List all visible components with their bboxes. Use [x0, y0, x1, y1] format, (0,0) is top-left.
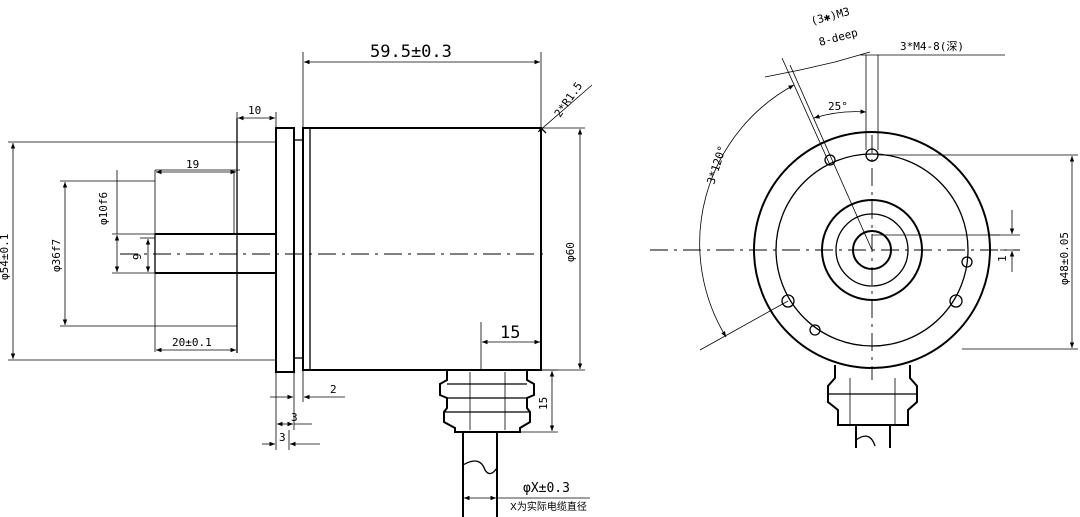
angle-120-label: 3*120° [704, 144, 729, 186]
dim-cable-offset: 15 [480, 322, 540, 370]
flange-thickness-label: 10 [248, 104, 261, 117]
shaft-dia-label: φ10f6 [97, 192, 110, 225]
dim-offset-1: 1 [990, 210, 1020, 272]
hole-m4-right [949, 294, 963, 308]
dim-cable-height: 15 [520, 369, 558, 433]
gap-2-label: 2 [330, 383, 337, 396]
dim-gap-3a: 3 [275, 372, 312, 450]
dim-flange-thickness: 10 [236, 104, 277, 128]
gap-3b-label: 3 [279, 431, 286, 444]
dim-shaft-length: 19 [156, 158, 236, 175]
m3-label: (3✱)M3 [809, 5, 851, 28]
dim-cable-dia: φX±0.3 X为实际电缆直径 [464, 481, 590, 513]
hole-m3-b [961, 256, 973, 268]
cable-offset-label: 15 [500, 323, 520, 343]
cable-gland [439, 370, 535, 433]
mounting-flange [275, 127, 303, 373]
m4-label: 3*M4-8(深) [900, 40, 964, 53]
dim-flange-dia: φ54±0.1 [0, 141, 276, 361]
dim-shaft-dia: φ10f6 [97, 170, 155, 274]
encoder-body [302, 128, 546, 370]
spigot-length-label: 20±0.1 [172, 336, 212, 349]
dim-spigot-dia: φ36f7 [50, 180, 237, 327]
flat-label: 9 [131, 253, 144, 260]
body-dia-label: φ60 [564, 242, 577, 262]
shaft-length-label: 19 [186, 158, 199, 171]
angle-120: 3*120° [699, 84, 795, 351]
dim-body-dia: φ60 [541, 127, 585, 371]
angle-25: 25° [813, 100, 867, 119]
cable-dia-label: φX±0.3 [523, 481, 570, 496]
dim-spigot-length: 20±0.1 [156, 336, 236, 353]
offset-1-label: 1 [996, 255, 1009, 262]
angle-25-label: 25° [828, 100, 848, 113]
m4-leader: 3*M4-8(深) [860, 40, 1005, 150]
dim-gap-2: 2 [270, 370, 345, 402]
dim-gap-3b: 3 [262, 430, 320, 450]
hole-m3-c [809, 324, 821, 336]
spigot-dia-label: φ36f7 [50, 239, 63, 272]
cable [462, 432, 498, 517]
dim-flat: 9 [131, 237, 155, 272]
front-cable-gland [827, 365, 918, 448]
flange-dia-label: φ54±0.1 [0, 234, 11, 280]
dim-chamfer: 2*R1.5 [537, 80, 593, 133]
cable-note-label: X为实际电缆直径 [510, 500, 587, 513]
front-view: (3✱)M3 8-deep 3*M4-8(深) 25° 3*120° φ48±0… [650, 5, 1078, 448]
gap-3a-label: 3 [291, 411, 298, 424]
length-label: 59.5±0.3 [370, 42, 452, 62]
shaft [154, 169, 276, 352]
dim-length: 59.5±0.3 [302, 42, 542, 128]
side-view: 59.5±0.3 2*R1.5 10 19 φ10f6 [0, 42, 593, 517]
m3-depth-label: 8-deep [817, 26, 859, 49]
pcd-label: φ48±0.05 [1058, 232, 1071, 285]
m3-leader: (3✱)M3 8-deep [764, 5, 873, 251]
chamfer-label: 2*R1.5 [552, 80, 585, 120]
cable-height-label: 15 [537, 397, 550, 410]
dim-pcd: φ48±0.05 [878, 154, 1078, 350]
